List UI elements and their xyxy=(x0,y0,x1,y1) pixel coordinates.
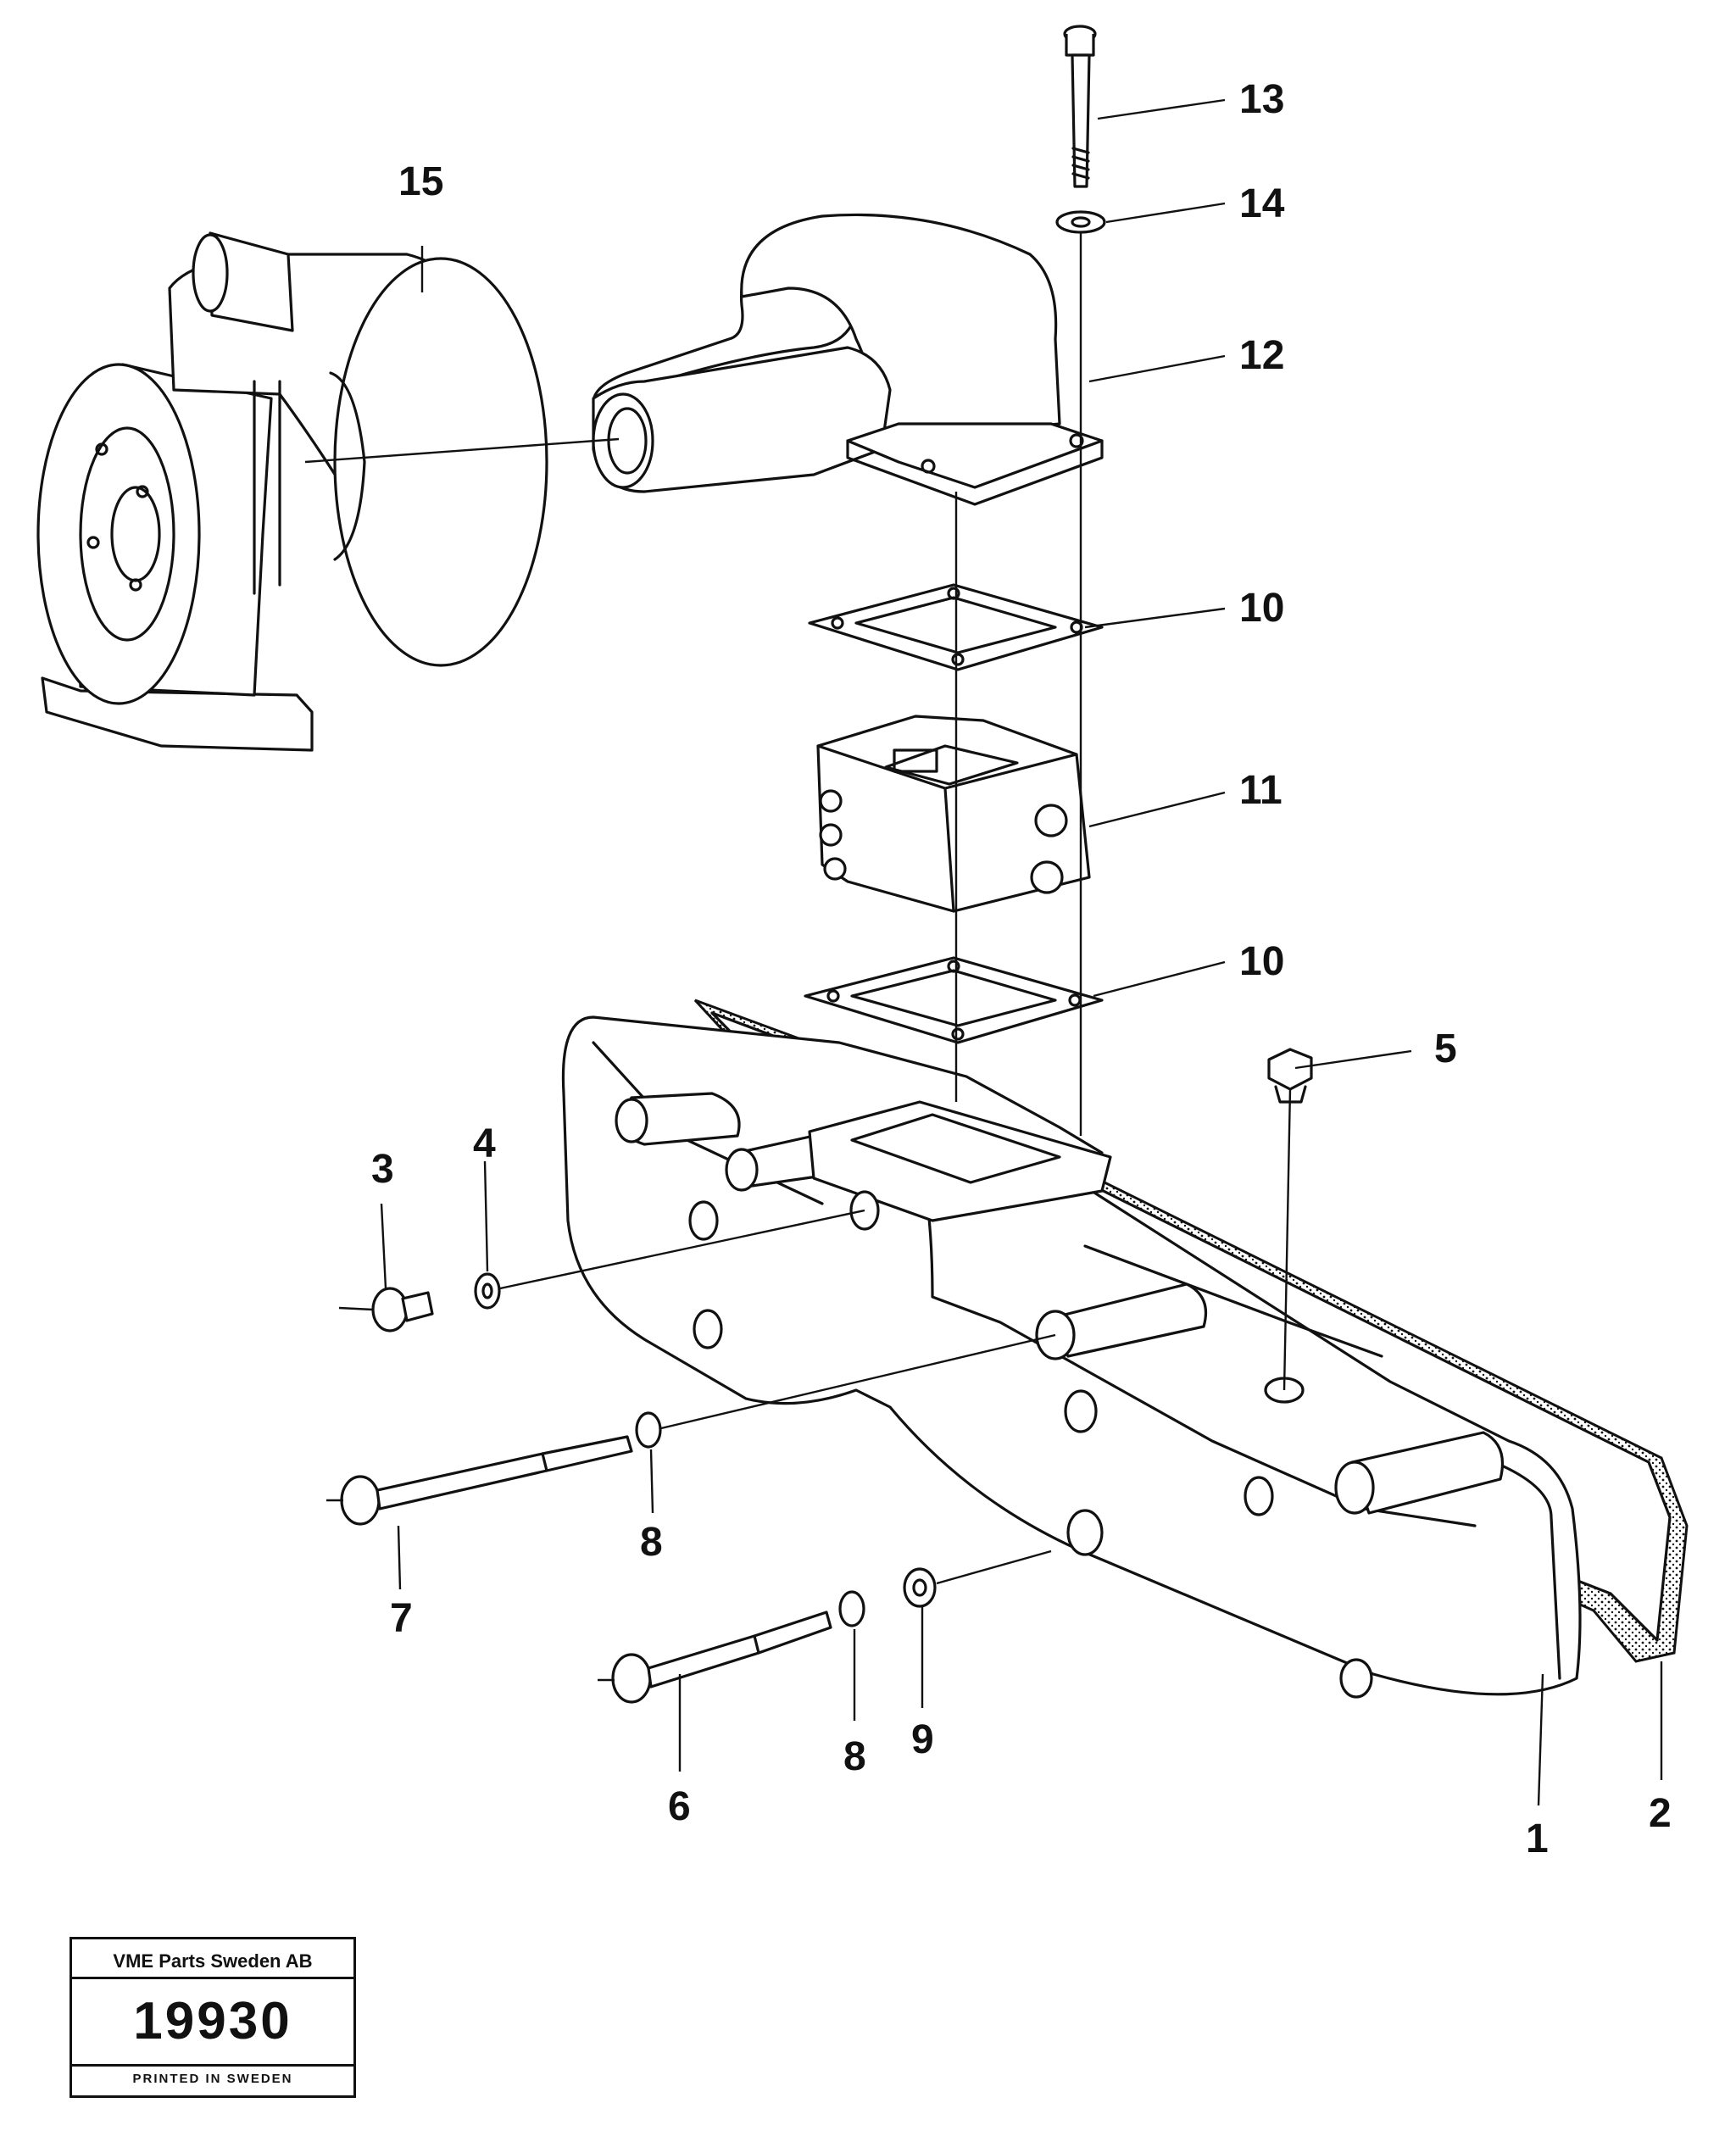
callout-labels: 13 14 12 15 10 11 10 5 3 4 8 7 9 8 6 1 2 xyxy=(371,77,1672,1861)
gasket-lower-part xyxy=(804,956,1104,1044)
publication-stamp: VME Parts Sweden AB 19930 PRINTED IN SWE… xyxy=(70,1937,356,2098)
callout-3: 3 xyxy=(371,1147,394,1192)
exhaust-elbow-part xyxy=(592,213,1104,506)
callout-5: 5 xyxy=(1434,1026,1457,1071)
assembly-lines xyxy=(304,233,1292,1682)
callout-2: 2 xyxy=(1649,1791,1672,1836)
washer-8b-part xyxy=(838,1590,865,1627)
callout-8-upper: 8 xyxy=(640,1520,663,1565)
callout-11: 11 xyxy=(1239,768,1283,813)
callout-9: 9 xyxy=(911,1717,934,1762)
callout-1: 1 xyxy=(1526,1816,1549,1861)
washer-4-part xyxy=(474,1272,501,1310)
bolt-6-part xyxy=(611,1611,832,1704)
callout-6: 6 xyxy=(668,1784,691,1829)
callout-4: 4 xyxy=(473,1121,496,1166)
turbocharger-part xyxy=(36,231,548,752)
bolt-7-part xyxy=(340,1435,633,1526)
exhaust-manifold-part xyxy=(561,1015,1582,1699)
bolt-13-part xyxy=(1063,25,1097,188)
stamp-drawing-number: 19930 xyxy=(72,1979,353,2067)
callout-15: 15 xyxy=(398,159,443,204)
callout-8-lower: 8 xyxy=(843,1734,866,1779)
leader-lines xyxy=(380,98,1663,1806)
callout-10-upper: 10 xyxy=(1239,586,1284,631)
callout-14: 14 xyxy=(1239,181,1285,226)
washer-8a-part xyxy=(635,1411,662,1449)
callout-10-lower: 10 xyxy=(1239,939,1284,984)
stamp-printed-note: PRINTED IN SWEDEN xyxy=(132,2072,293,2086)
valve-block-part xyxy=(816,715,1091,913)
screw-3-part xyxy=(371,1287,434,1332)
washer-9-part xyxy=(903,1567,937,1608)
washer-14-part xyxy=(1055,210,1106,234)
callout-13: 13 xyxy=(1239,77,1284,122)
stamp-company: VME Parts Sweden AB xyxy=(72,1946,353,1979)
callout-12: 12 xyxy=(1239,333,1284,378)
callout-7: 7 xyxy=(390,1596,413,1641)
